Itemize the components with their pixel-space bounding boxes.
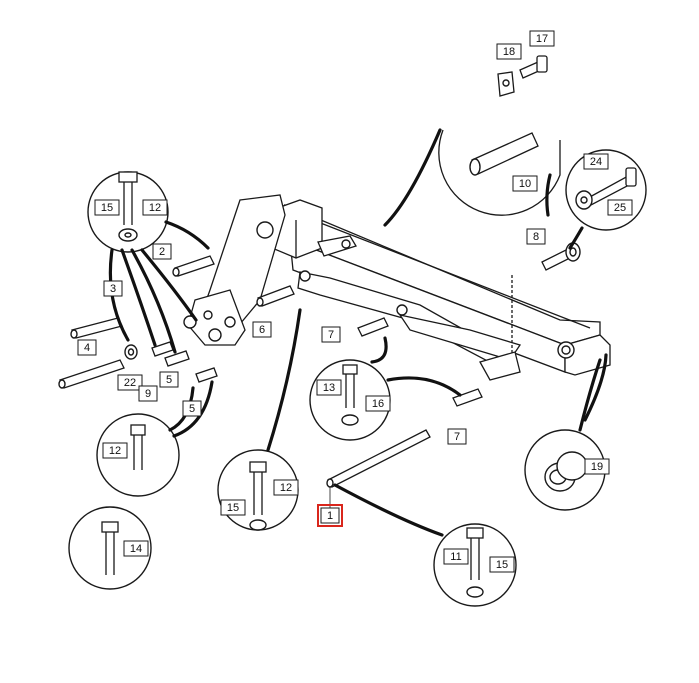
callout-19[interactable]: 19: [584, 458, 610, 475]
callout-5a-label: 5: [166, 374, 172, 386]
callout-9-label: 9: [145, 388, 151, 400]
detail-bolt-12-15-left: [87, 171, 169, 253]
callout-12c[interactable]: 12: [273, 479, 299, 496]
callout-16-label: 16: [372, 398, 384, 410]
callout-11[interactable]: 11: [443, 548, 469, 565]
pin-8: [541, 242, 581, 271]
callout-15c[interactable]: 15: [489, 556, 515, 573]
callout-2-label: 2: [159, 246, 165, 258]
callout-4-label: 4: [84, 342, 90, 354]
detail-bushing-19: [524, 429, 606, 511]
callout-15c-label: 15: [496, 559, 508, 571]
callout-7b-label: 7: [454, 431, 460, 443]
callout-11-label: 11: [450, 551, 461, 563]
pin-2: [172, 255, 215, 277]
callout-7a[interactable]: 7: [321, 326, 341, 343]
callout-6-label: 6: [259, 324, 265, 336]
pin-4: [58, 359, 125, 389]
bolt-17: [519, 55, 548, 79]
pin-1: [326, 429, 431, 488]
callout-12b-label: 12: [109, 445, 121, 457]
callout-10[interactable]: 10: [512, 175, 538, 192]
callout-9[interactable]: 9: [138, 385, 158, 402]
callout-19-label: 19: [591, 461, 603, 473]
callout-15a[interactable]: 15: [94, 199, 120, 216]
callout-7a-label: 7: [328, 329, 334, 341]
callout-14[interactable]: 14: [123, 540, 149, 557]
callout-24[interactable]: 24: [583, 153, 609, 170]
callout-12c-label: 12: [280, 482, 292, 494]
callout-25[interactable]: 25: [607, 199, 633, 216]
callout-15b-label: 15: [227, 502, 239, 514]
callout-4[interactable]: 4: [77, 339, 97, 356]
pin-7b: [452, 388, 483, 407]
callout-5b-label: 5: [189, 403, 195, 415]
callout-5a[interactable]: 5: [159, 371, 179, 388]
callout-10-label: 10: [519, 178, 531, 190]
callout-3[interactable]: 3: [103, 280, 123, 297]
callout-24-label: 24: [590, 156, 602, 168]
callout-1[interactable]: 1: [317, 487, 343, 527]
callout-6[interactable]: 6: [252, 321, 272, 338]
washer-22: [124, 344, 138, 360]
callout-7b[interactable]: 7: [447, 428, 467, 445]
callout-17-label: 17: [536, 33, 548, 45]
callout-25-label: 25: [614, 202, 626, 214]
pin-3: [70, 317, 123, 339]
detail-bolt-14: [68, 506, 152, 590]
detail-bolt-12-lower: [96, 413, 180, 497]
detail-pin-10: [438, 129, 561, 216]
callout-2[interactable]: 2: [152, 243, 172, 260]
callout-1-label: 1: [327, 510, 333, 522]
detail-bolt-11-15: [433, 523, 517, 607]
pin-7a: [357, 317, 389, 337]
connector-lines: [108, 128, 608, 537]
callout-13-label: 13: [323, 382, 335, 394]
callout-18-label: 18: [503, 46, 515, 58]
callout-15b[interactable]: 15: [220, 499, 246, 516]
callout-12a[interactable]: 12: [142, 199, 168, 216]
callout-3-label: 3: [110, 283, 116, 295]
boom-arm: [183, 194, 611, 381]
washer-18: [497, 71, 515, 97]
pin-6: [256, 285, 295, 307]
callout-12a-label: 12: [149, 202, 161, 214]
callout-13[interactable]: 13: [316, 379, 342, 396]
callout-15a-label: 15: [101, 202, 113, 214]
callout-8-label: 8: [533, 231, 539, 243]
callout-12b[interactable]: 12: [102, 442, 128, 459]
callout-22[interactable]: 22: [117, 374, 143, 391]
callout-16[interactable]: 16: [365, 395, 391, 412]
pin-5b: [195, 367, 218, 383]
callout-14-label: 14: [130, 543, 142, 555]
callout-8[interactable]: 8: [526, 228, 546, 245]
callout-17[interactable]: 17: [529, 30, 555, 47]
callout-18[interactable]: 18: [496, 43, 522, 60]
pin-5a: [164, 350, 190, 367]
callout-5b[interactable]: 5: [182, 400, 202, 417]
callout-22-label: 22: [124, 377, 136, 389]
